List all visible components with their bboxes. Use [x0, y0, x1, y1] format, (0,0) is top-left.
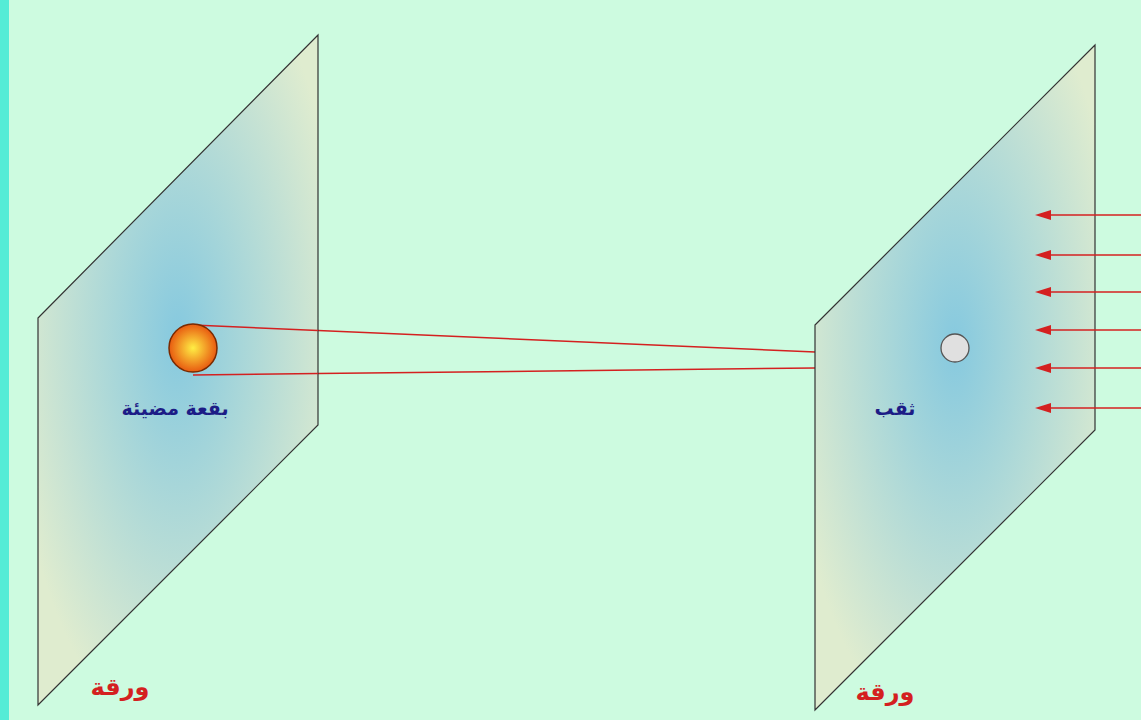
hole-label: ثقب [875, 397, 916, 420]
paper-sheet: ثقب ورقة [815, 45, 1095, 710]
arrow-head [1035, 287, 1051, 297]
arrow-head [1035, 403, 1051, 413]
arrow-head [1035, 325, 1051, 335]
light-ray [1047, 329, 1141, 331]
hole [941, 334, 969, 362]
paper-shape [38, 35, 318, 705]
side-strip [0, 0, 9, 720]
arrow-head [1035, 210, 1051, 220]
arrow-head [1035, 363, 1051, 373]
light-ray [1047, 291, 1141, 293]
light-ray [1047, 254, 1141, 256]
paper-sheet: بقعة مضيئة ورقة [38, 35, 318, 705]
light-ray [1047, 214, 1141, 216]
paper-shape [815, 45, 1095, 710]
light-spot [169, 324, 217, 372]
light-ray [1047, 407, 1141, 409]
spot-label: بقعة مضيئة [121, 397, 228, 420]
paper-label: ورقة [855, 678, 914, 707]
light-ray [1047, 367, 1141, 369]
paper-label: ورقة [90, 673, 149, 702]
arrow-head [1035, 250, 1051, 260]
